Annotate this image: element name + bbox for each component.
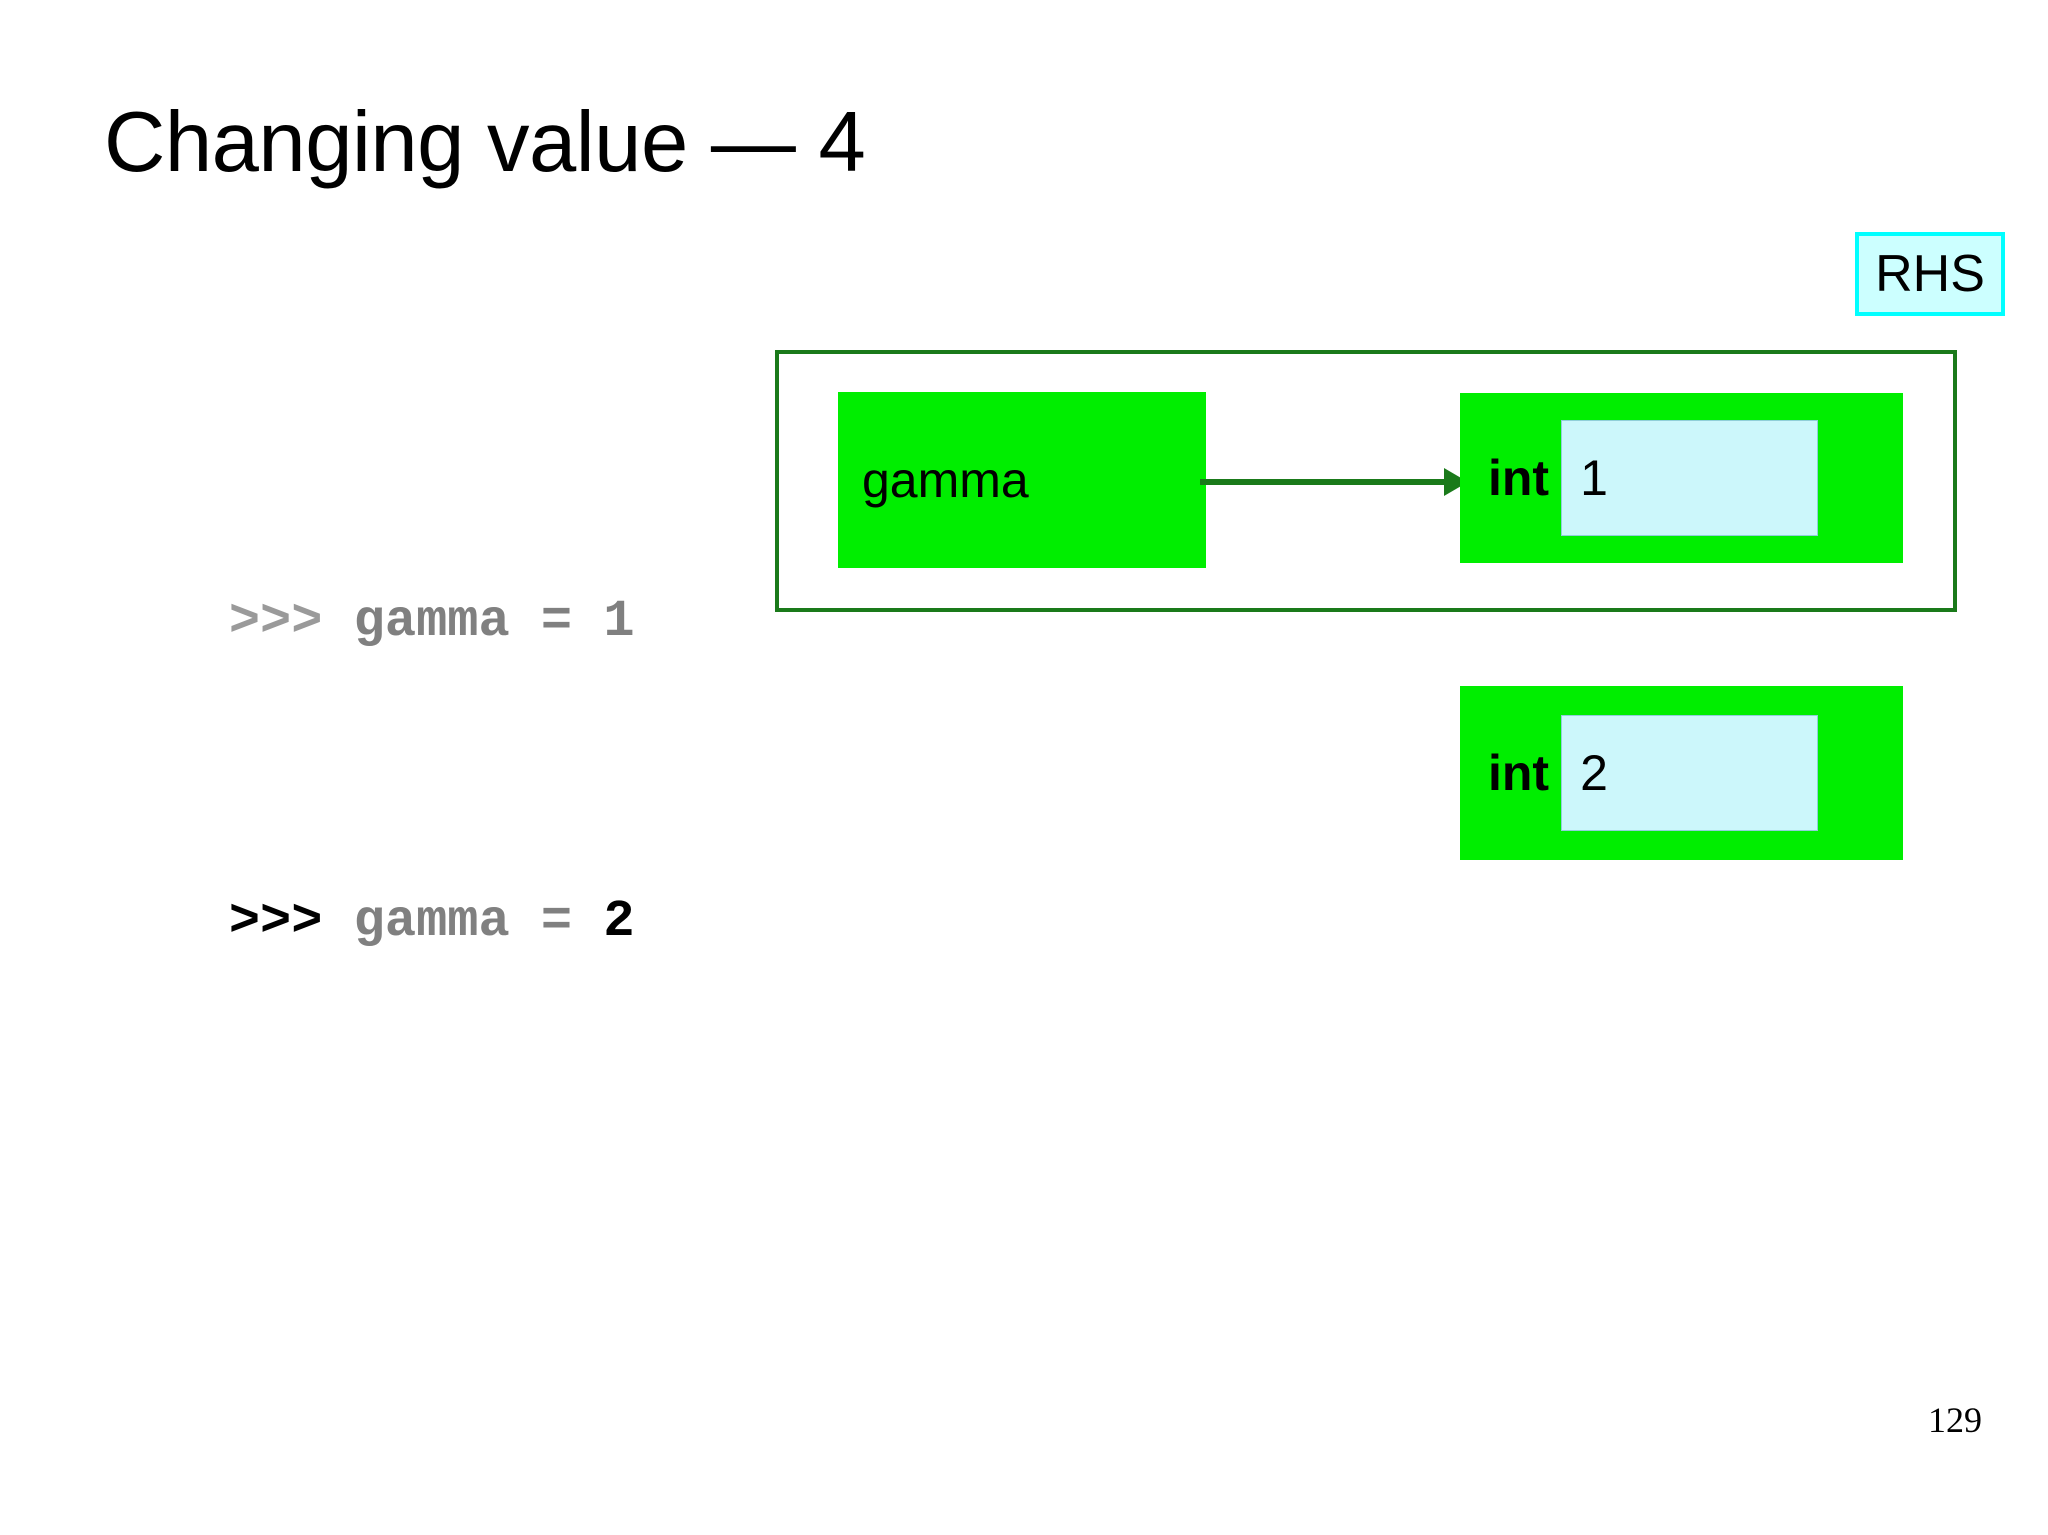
object-box-int-1: int 1 bbox=[1460, 393, 1903, 563]
console-value: 1 bbox=[603, 592, 635, 651]
page-number: 129 bbox=[1928, 1400, 1982, 1440]
console-operator: = bbox=[509, 892, 604, 951]
console-line-2: >>> gamma = 2 bbox=[104, 844, 635, 988]
variable-box-gamma: gamma bbox=[838, 392, 1206, 568]
console-prompt: >>> bbox=[228, 592, 354, 651]
object-type-label: int bbox=[1488, 450, 1550, 506]
object-type-label: int bbox=[1488, 745, 1550, 801]
console-variable-name: gamma bbox=[353, 892, 510, 951]
console-variable-name: gamma bbox=[353, 592, 510, 651]
status-badge-rhs: RHS bbox=[1855, 232, 2005, 316]
console-operator: = bbox=[509, 592, 604, 651]
object-value-field: 1 bbox=[1561, 420, 1819, 536]
object-box-int-2: int 2 bbox=[1460, 686, 1903, 860]
object-value-field: 2 bbox=[1561, 715, 1819, 831]
page-title: Changing value — 4 bbox=[104, 95, 866, 190]
reference-arrow-icon bbox=[1200, 468, 1468, 496]
variable-label: gamma bbox=[862, 452, 1029, 508]
status-badge-label: RHS bbox=[1875, 245, 1985, 303]
console-value: 2 bbox=[603, 892, 635, 951]
console-transcript: >>> gamma = 1 >>> gamma = 2 bbox=[104, 388, 635, 1092]
console-line-1: >>> gamma = 1 bbox=[104, 544, 635, 688]
console-prompt: >>> bbox=[228, 892, 354, 951]
